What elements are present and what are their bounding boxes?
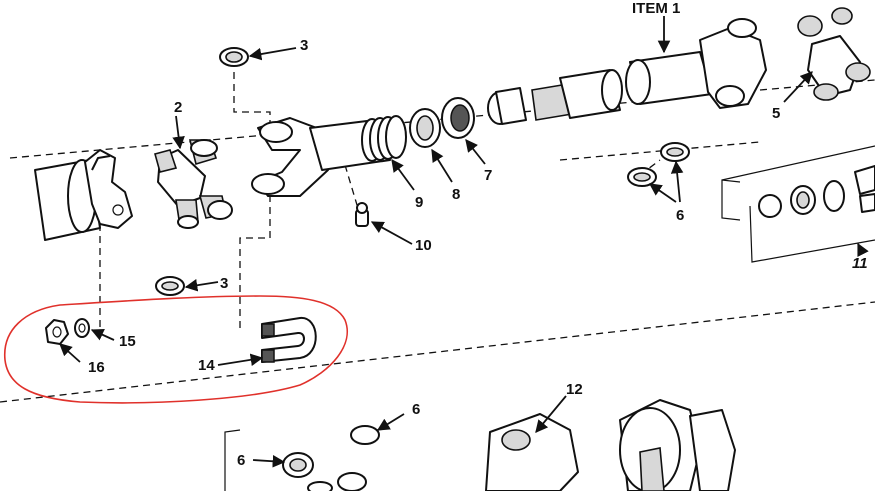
spline-rings	[361, 115, 407, 162]
label-6-right: 6	[676, 207, 684, 224]
washer-15	[74, 318, 90, 338]
label-7: 7	[484, 167, 492, 184]
left-driveshaft-tube	[34, 149, 133, 241]
label-6-middle: 6	[412, 401, 420, 418]
label-3-lower: 3	[220, 275, 228, 292]
label-9: 9	[415, 194, 423, 211]
bearing-cap-3-top	[219, 47, 249, 67]
label-12: 12	[566, 381, 583, 398]
label-6-lower-left: 6	[237, 452, 245, 469]
nut-16	[45, 319, 69, 345]
label-14: 14	[198, 357, 215, 374]
bearing-cap-3-lower	[155, 276, 185, 296]
callout-arrows	[59, 16, 869, 468]
snap-rings-6-right	[627, 142, 690, 187]
kit-11-bracket	[721, 145, 875, 263]
label-15: 15	[119, 333, 136, 350]
slip-yoke	[251, 115, 407, 197]
red-highlight-outline	[4, 295, 348, 404]
universal-joint-cross-5	[797, 7, 871, 101]
label-8: 8	[452, 186, 460, 203]
label-11: 11	[852, 255, 868, 272]
universal-joint-cross-2	[154, 139, 233, 229]
splined-shaft	[487, 83, 573, 125]
label-10: 10	[415, 237, 432, 254]
alignment-lines	[0, 60, 875, 403]
flange-assembly-12	[224, 399, 736, 491]
highlighted-hardware-group	[4, 295, 348, 404]
dust-cap-7	[441, 97, 475, 139]
seal-8	[409, 108, 441, 148]
callout-labels: ITEM 1 2 3 5 6 7 8 9 10 11 12 3 6 6 14 1…	[88, 0, 868, 469]
label-item-1: ITEM 1	[632, 0, 680, 17]
u-bolt-14	[261, 316, 317, 363]
label-16: 16	[88, 359, 105, 376]
label-3-top: 3	[300, 37, 308, 54]
label-5: 5	[772, 105, 780, 122]
grease-fitting-10	[355, 202, 369, 227]
tube-item-1	[559, 18, 767, 119]
label-2: 2	[174, 99, 182, 116]
